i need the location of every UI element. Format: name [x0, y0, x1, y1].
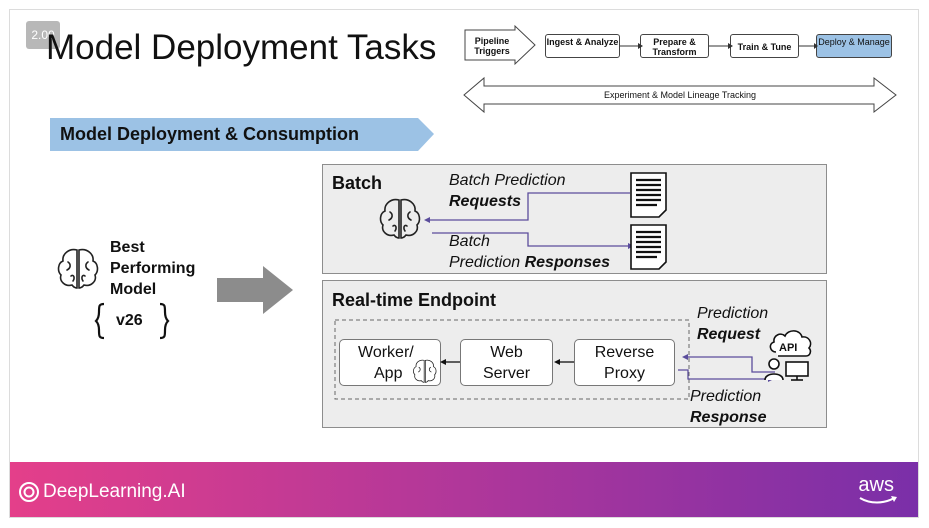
batch-brain-icon: [379, 198, 421, 239]
realtime-arrows: [440, 354, 775, 382]
batch-panel: Batch: [322, 164, 827, 274]
worker-line2: App: [374, 365, 403, 382]
model-label-line1: Best: [110, 239, 145, 256]
batch-response-line2: Prediction Responses: [449, 252, 610, 273]
batch-response-emphasis: Responses: [524, 254, 610, 271]
deploy-big-arrow: [217, 266, 293, 314]
web-line2: Server: [482, 365, 531, 382]
brain-icon: [57, 248, 99, 289]
section-title: Model Deployment & Consumption: [60, 124, 359, 144]
tracking-label: Experiment & Model Lineage Tracking: [603, 90, 757, 100]
section-banner: Model Deployment & Consumption: [50, 118, 434, 151]
footer-bar: DeepLearning.AI aws: [10, 462, 918, 517]
brand-name: DeepLearning.AI: [43, 481, 186, 502]
web-server-box: Web Server: [460, 339, 553, 386]
pipeline-step-prepare: Prepare & Transform: [640, 34, 709, 58]
prediction-response-label: Prediction Response: [690, 386, 766, 428]
batch-arrows: [424, 192, 634, 249]
aws-smile-icon: [859, 496, 898, 504]
model-label-line2: Performing: [110, 260, 196, 277]
batch-request-line2: Requests: [449, 191, 566, 212]
api-client-icon: API: [764, 330, 812, 381]
request-emphasis: Request: [697, 326, 761, 343]
api-text: API: [779, 342, 797, 354]
aws-logo: aws: [858, 474, 898, 504]
batch-title: Batch: [332, 173, 383, 193]
page-title: Model Deployment Tasks: [46, 28, 437, 67]
batch-request-label: Batch Prediction Requests: [449, 170, 566, 212]
pipeline-step-ingest: Ingest & Analyze: [545, 34, 620, 58]
batch-request-line1: Batch Prediction: [449, 172, 566, 189]
proxy-line1: Reverse: [594, 344, 655, 361]
worker-line1: Worker/: [358, 344, 414, 361]
reverse-proxy-box: Reverse Proxy: [574, 339, 675, 386]
document-icon: [630, 224, 667, 270]
response-emphasis: Response: [690, 409, 767, 426]
batch-response-prefix: Prediction: [449, 254, 525, 271]
pipeline-step-deploy: Deploy & Manage: [816, 34, 892, 58]
worker-brain-icon: [413, 359, 437, 383]
deeplearning-logo-icon: [19, 482, 39, 502]
slide: 2.00 Model Deployment Tasks Pipeline Tri…: [9, 9, 919, 518]
tracking-double-arrow: [463, 76, 897, 114]
pipeline-arrow-first: [464, 24, 536, 66]
prediction-request-label: Prediction Request: [697, 303, 768, 345]
document-icon: [630, 172, 667, 218]
pipeline-step-triggers: Pipeline Triggers: [474, 36, 510, 56]
model-label-line3: Model: [110, 281, 157, 298]
endpoint-dashed-border: [334, 319, 690, 400]
request-line2: Request: [697, 324, 768, 345]
batch-response-label: Batch Prediction Responses: [449, 231, 610, 273]
batch-request-emphasis: Requests: [449, 193, 522, 210]
version-braces: [94, 302, 170, 340]
banner-shape: [50, 118, 434, 151]
aws-text: aws: [858, 474, 894, 496]
web-line1: Web: [490, 344, 523, 361]
response-line2: Response: [690, 407, 766, 428]
request-line1: Prediction: [697, 305, 769, 322]
pipeline-connectors: [620, 43, 818, 49]
model-label: Best Performing Model: [110, 237, 195, 300]
batch-response-line1: Batch: [449, 233, 490, 250]
proxy-line2: Proxy: [604, 365, 645, 382]
zoom-badge: 2.00: [26, 21, 60, 49]
response-line1: Prediction: [690, 388, 762, 405]
realtime-title: Real-time Endpoint: [332, 290, 497, 310]
model-version: v26: [116, 312, 143, 329]
